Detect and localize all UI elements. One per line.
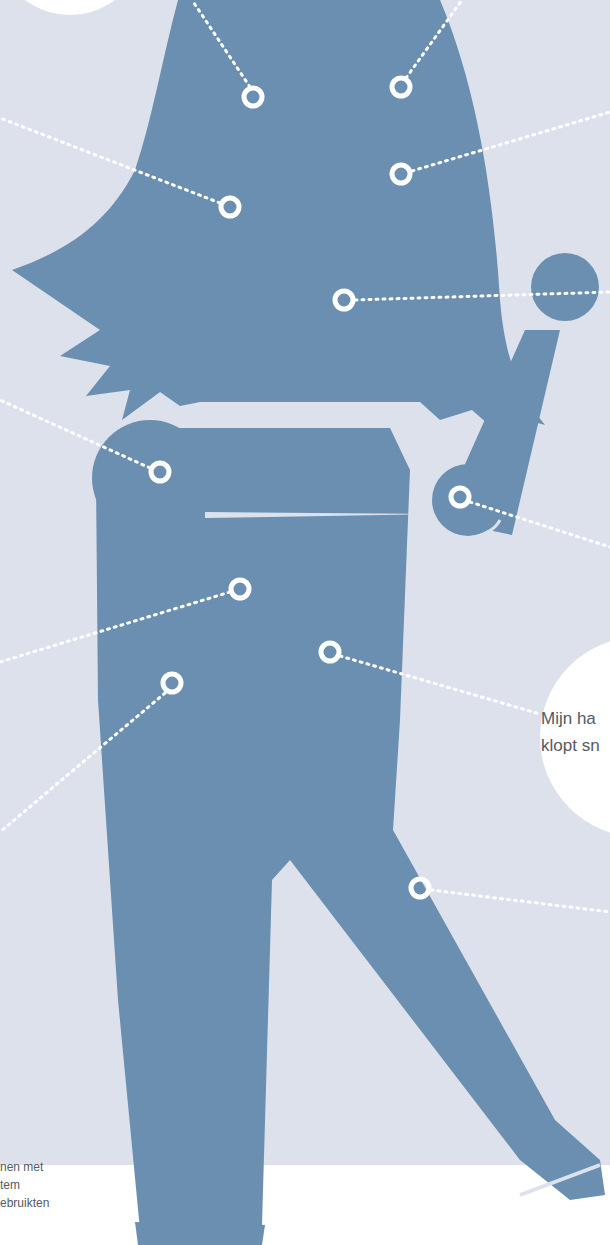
leader-line <box>412 112 610 171</box>
leader-line <box>340 656 540 714</box>
leader-line <box>470 502 610 547</box>
marker-dot <box>335 291 353 309</box>
note-text: tem <box>0 1176 20 1194</box>
marker-dot <box>411 879 429 897</box>
marker-dot <box>163 674 181 692</box>
leader-line <box>431 890 610 912</box>
marker-dot <box>231 580 249 598</box>
leader-lines <box>0 0 610 912</box>
note-text: ebruikten <box>0 1194 49 1212</box>
marker-dot <box>151 463 169 481</box>
leader-line <box>0 693 165 832</box>
leader-line <box>0 400 150 468</box>
elbow-outline <box>430 520 500 538</box>
hair <box>12 0 545 440</box>
marker-dot <box>392 78 410 96</box>
torso-and-legs <box>96 428 605 1230</box>
leader-line <box>355 292 610 300</box>
note-text: nen met <box>0 1158 43 1176</box>
leader-line <box>406 0 462 78</box>
leader-line <box>0 118 220 203</box>
marker-dots <box>151 78 469 897</box>
fist <box>531 253 599 321</box>
partial-bubble <box>0 0 145 15</box>
arm-gap <box>205 512 440 518</box>
bubble-text: Mijn ha klopt sn <box>541 705 610 759</box>
figure-silhouette <box>12 0 605 1245</box>
leader-line <box>0 592 230 662</box>
leader-line <box>192 0 250 87</box>
marker-dot <box>392 165 410 183</box>
marker-dot <box>321 643 339 661</box>
marker-dot <box>221 198 239 216</box>
foot-left <box>135 1222 265 1245</box>
foot-line <box>520 1165 600 1195</box>
marker-dot <box>244 88 262 106</box>
marker-dot <box>451 488 469 506</box>
elbow <box>432 464 504 536</box>
